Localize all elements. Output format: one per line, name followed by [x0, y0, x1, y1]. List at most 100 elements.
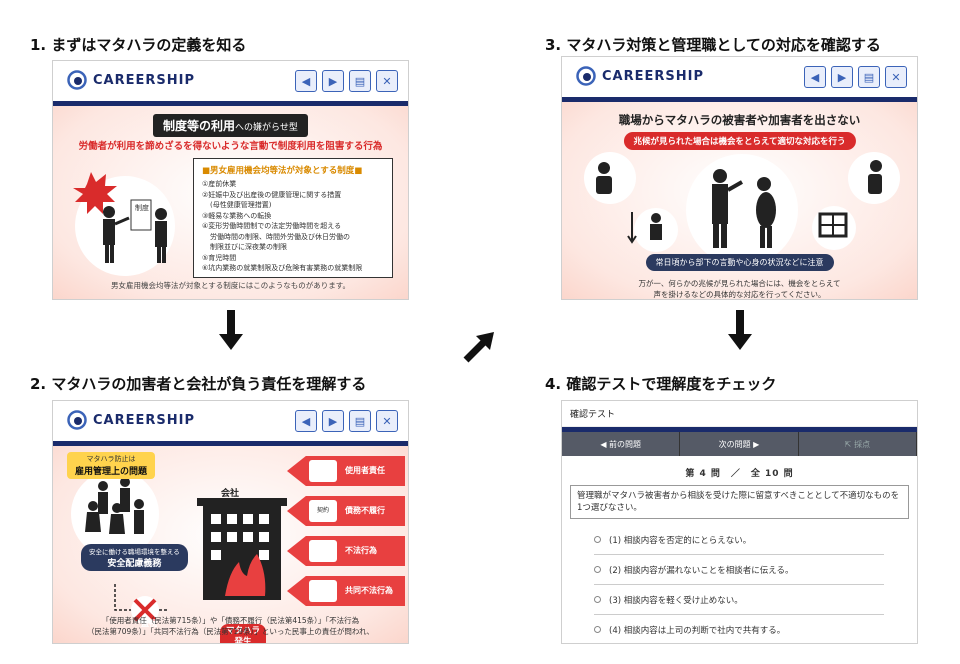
choice-list: (1) 相談内容を否定的にとらえない。 (2) 相談内容が漏れないことを相談者に…	[562, 519, 917, 643]
panel-topbar: CAREERSHIP ◀ ▶ ▤ ✕	[53, 401, 408, 441]
slide-nav: ◀ ▶ ▤ ✕	[295, 410, 398, 432]
step-2-heading: 2. マタハラの加害者と会社が負う責任を理解する	[30, 375, 367, 393]
choice-option[interactable]: (4) 相談内容は上司の判断で社内で共有する。	[594, 615, 884, 643]
next-icon: ▶	[837, 70, 847, 84]
slide-content: 監視 マタハラ防止は 雇用管理上の問題 安全に働ける職場環境を整える 安全配慮義…	[53, 446, 408, 643]
brand-name: CAREERSHIP	[93, 72, 195, 88]
employer-icon	[309, 460, 337, 482]
system-list-item: 労働時間の制限、時間外労働及び休日労働の	[210, 232, 350, 241]
document-icon: ▤	[354, 74, 366, 88]
careership-logo-icon	[576, 66, 596, 86]
down-arrow-1-to-2	[219, 310, 243, 350]
system-list-item: 制限並びに深夜業の制限	[210, 243, 287, 251]
grade-button[interactable]: ⇱採点	[799, 432, 917, 456]
manager-illustration	[584, 152, 900, 260]
quiz-title: 確認テスト	[562, 401, 917, 427]
company-label: 会社	[221, 489, 240, 499]
system-list-title: ■男女雇用機会均等法が対象とする制度■	[202, 166, 363, 176]
panel-step-4: 確認テスト ◀ 前の問題 次の問題 ▶ ⇱採点 第 4 問 ／ 全 10 問 管…	[561, 400, 918, 644]
panel-step-3: CAREERSHIP ◀ ▶ ▤ ✕ 職場からマタハラの被害者や加害者を出さない…	[561, 56, 918, 300]
close-button[interactable]: ✕	[376, 70, 398, 92]
prev-icon: ◀	[301, 414, 311, 428]
prev-question-button[interactable]: ◀ 前の問題	[562, 432, 681, 456]
step-3-heading: 3. マタハラ対策と管理職としての対応を確認する	[545, 36, 881, 54]
radio-button[interactable]	[594, 536, 601, 543]
document-icon: ▤	[863, 70, 875, 84]
panel-topbar: CAREERSHIP ◀ ▶ ▤ ✕	[562, 57, 917, 97]
responsibility-item: 使用者責任	[287, 456, 405, 486]
radio-button[interactable]	[594, 626, 601, 633]
next-icon: ▶	[328, 74, 338, 88]
next-slide-button[interactable]: ▶	[322, 410, 344, 432]
document-button[interactable]: ▤	[349, 70, 371, 92]
slide-nav: ◀ ▶ ▤ ✕	[804, 66, 907, 88]
system-list-item: ④変形労働時間制での法定労働時間を超える	[202, 222, 342, 230]
radio-button[interactable]	[594, 596, 601, 603]
system-list-item: ③軽易な業務への転換	[202, 211, 272, 220]
sign-label: 制度	[135, 204, 149, 212]
next-slide-button[interactable]: ▶	[322, 70, 344, 92]
close-icon: ✕	[891, 70, 901, 84]
yellow-tag: マタハラ防止は 雇用管理上の問題	[67, 452, 156, 479]
contract-icon: 契約	[309, 500, 337, 522]
document-button[interactable]: ▤	[858, 66, 880, 88]
down-arrow-3-to-4	[728, 310, 752, 350]
panel-step-2: CAREERSHIP ◀ ▶ ▤ ✕	[52, 400, 409, 644]
monitoring-label: 監視	[141, 619, 157, 628]
hand-icon	[309, 540, 337, 562]
group-icon	[309, 580, 337, 602]
navy-divider	[53, 101, 408, 106]
choice-option[interactable]: (3) 相談内容を軽く受け止めない。	[594, 585, 884, 615]
next-icon: ▶	[328, 414, 338, 428]
slide-note: 万が一、何らかの兆候が見られた場合には、機会をとらえて 声を掛けるなどの具体的な…	[638, 279, 841, 299]
export-icon: ⇱	[844, 439, 852, 449]
system-list-item: ②妊娠中及び出産後の健康管理に関する措置	[202, 190, 342, 199]
navy-divider	[53, 441, 408, 446]
radio-button[interactable]	[594, 566, 601, 573]
navy-divider	[562, 427, 917, 432]
next-slide-button[interactable]: ▶	[831, 66, 853, 88]
close-button[interactable]: ✕	[885, 66, 907, 88]
responsibility-item: 共同不法行為	[287, 576, 405, 606]
prev-slide-button[interactable]: ◀	[295, 70, 317, 92]
system-list-item: (母性健康管理措置)	[210, 201, 272, 209]
panel-step-1: CAREERSHIP ◀ ▶ ▤ ✕ 制度等の利用への嫌がらせ型 労働者が利用を…	[52, 60, 409, 300]
careership-logo: CAREERSHIP	[67, 410, 195, 430]
slide-title: 制度等の利用への嫌がらせ型	[153, 114, 308, 137]
careership-logo: CAREERSHIP	[576, 66, 704, 86]
careership-logo-icon	[67, 70, 87, 90]
system-list-box: ■男女雇用機会均等法が対象とする制度■ ①産前休業 ②妊娠中及び出産後の健康管理…	[193, 158, 393, 278]
slide-content: 制度等の利用への嫌がらせ型 労働者が利用を諦めざるを得ないような言動で制度利用を…	[53, 106, 408, 299]
close-button[interactable]: ✕	[376, 410, 398, 432]
prev-icon: ◀	[810, 70, 820, 84]
matahara-badge: マタハラ 発生	[219, 624, 267, 643]
responsibility-item: 契約債務不履行	[287, 496, 405, 526]
slide-nav: ◀ ▶ ▤ ✕	[295, 70, 398, 92]
slide-note: 「使用者責任（民法第715条）」や「債務不履行（民法第415条）」「不法行為 （…	[86, 616, 375, 636]
responsibility-item: 不法行為	[287, 536, 405, 566]
question-counter: 第 4 問 ／ 全 10 問	[685, 469, 794, 479]
slide-red-text: 労働者が利用を諦めざるを得ないような言動で制度利用を阻害する行為	[78, 141, 383, 152]
prev-slide-button[interactable]: ◀	[804, 66, 826, 88]
brand-name: CAREERSHIP	[93, 412, 195, 428]
prev-icon: ◀	[301, 74, 311, 88]
choice-option[interactable]: (2) 相談内容が漏れないことを相談者に伝える。	[594, 555, 884, 585]
brand-name: CAREERSHIP	[602, 68, 704, 84]
prev-slide-button[interactable]: ◀	[295, 410, 317, 432]
question-text: 管理職がマタハラ被害者から相談を受けた際に留意すべきこととして不適切なものを1つ…	[570, 485, 909, 519]
choice-option[interactable]: (1) 相談内容を否定的にとらえない。	[594, 525, 884, 555]
document-button[interactable]: ▤	[349, 410, 371, 432]
slide-red-pill: 兆候が見られた場合は機会をとらえて適切な対応を行う	[623, 132, 856, 150]
step-1-heading: 1. まずはマタハラの定義を知る	[30, 36, 247, 54]
slide-title: 職場からマタハラの被害者や加害者を出さない	[618, 113, 861, 127]
close-icon: ✕	[382, 414, 392, 428]
careership-logo: CAREERSHIP	[67, 70, 195, 90]
system-list-item: ⑤育児時間	[202, 253, 237, 262]
next-question-button[interactable]: 次の問題 ▶	[680, 432, 799, 456]
document-icon: ▤	[354, 414, 366, 428]
close-icon: ✕	[382, 74, 392, 88]
diagonal-arrow-2-to-3	[463, 332, 494, 363]
slide-note: 男女雇用機会均等法が対象とする制度にはこのようなものがあります。	[110, 281, 351, 290]
slide-content: 職場からマタハラの被害者や加害者を出さない 兆候が見られた場合は機会をとらえて適…	[562, 102, 917, 299]
